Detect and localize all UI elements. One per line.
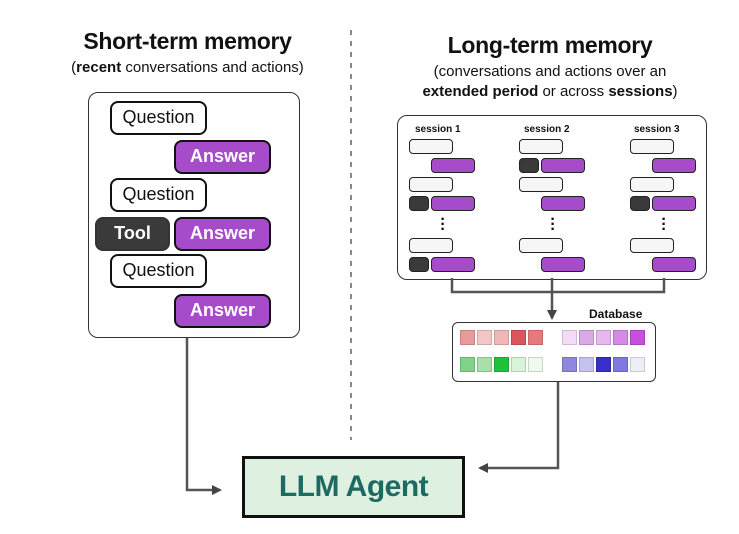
- question-block: [519, 177, 563, 192]
- database-cell: [562, 330, 577, 345]
- answer-block: [652, 158, 696, 173]
- ellipsis: ···: [550, 211, 556, 238]
- ellipsis: ···: [440, 211, 446, 238]
- question-block: [630, 139, 674, 154]
- long-term-sessions-panel: session 1 session 2 session 3 ··· ··· ··…: [397, 115, 707, 280]
- short-term-title: Short-term memory: [83, 28, 292, 54]
- arrow-short-term-to-agent: [185, 338, 222, 495]
- question-block: [630, 238, 674, 253]
- llm-agent-box: LLM Agent: [242, 456, 465, 518]
- question-box: Question: [110, 101, 207, 135]
- database-cell: [579, 357, 594, 372]
- answer-box: Answer: [174, 140, 271, 174]
- tool-block: [630, 196, 650, 211]
- question-block: [409, 139, 453, 154]
- short-term-panel: Question Answer Question Tool Answer Que…: [88, 92, 300, 338]
- answer-box: Answer: [174, 217, 271, 251]
- database-cell: [477, 330, 492, 345]
- database-cell: [528, 330, 543, 345]
- answer-block: [541, 257, 585, 272]
- database-cell: [613, 357, 628, 372]
- question-box: Question: [110, 254, 207, 288]
- question-block: [519, 139, 563, 154]
- database-cell: [511, 357, 526, 372]
- long-term-subtitle-line2: extended period or across sessions): [422, 83, 678, 100]
- database-cell: [511, 330, 526, 345]
- answer-block: [541, 196, 585, 211]
- database-label: Database: [589, 307, 643, 321]
- session-label: session 1: [415, 124, 461, 135]
- answer-block: [431, 196, 475, 211]
- database-cell: [528, 357, 543, 372]
- database-cell: [596, 357, 611, 372]
- question-block: [409, 238, 453, 253]
- database-cell: [630, 357, 645, 372]
- ellipsis: ···: [661, 211, 667, 238]
- answer-box: Answer: [174, 294, 271, 328]
- tool-box: Tool: [95, 217, 170, 251]
- database-cell: [494, 357, 509, 372]
- question-box: Question: [110, 178, 207, 212]
- database-cell: [460, 357, 475, 372]
- arrow-database-to-agent: [478, 382, 560, 473]
- question-block: [519, 238, 563, 253]
- tool-block: [409, 257, 429, 272]
- sessions-bracket: [450, 278, 666, 294]
- short-term-subtitle: (recent conversations and actions): [71, 59, 304, 76]
- session-label: session 2: [524, 124, 570, 135]
- database-cell: [596, 330, 611, 345]
- tool-block: [519, 158, 539, 173]
- database-cell: [477, 357, 492, 372]
- answer-block: [652, 196, 696, 211]
- long-term-subtitle-line1: (conversations and actions over an: [433, 63, 667, 80]
- database-panel: [452, 322, 656, 382]
- database-cell: [579, 330, 594, 345]
- question-block: [409, 177, 453, 192]
- session-label: session 3: [634, 124, 680, 135]
- database-cell: [630, 330, 645, 345]
- answer-block: [652, 257, 696, 272]
- answer-block: [431, 158, 475, 173]
- database-cell: [562, 357, 577, 372]
- answer-block: [431, 257, 475, 272]
- question-block: [630, 177, 674, 192]
- long-term-title: Long-term memory: [447, 32, 653, 58]
- database-cell: [613, 330, 628, 345]
- database-cell: [460, 330, 475, 345]
- database-cell: [494, 330, 509, 345]
- answer-block: [541, 158, 585, 173]
- tool-block: [409, 196, 429, 211]
